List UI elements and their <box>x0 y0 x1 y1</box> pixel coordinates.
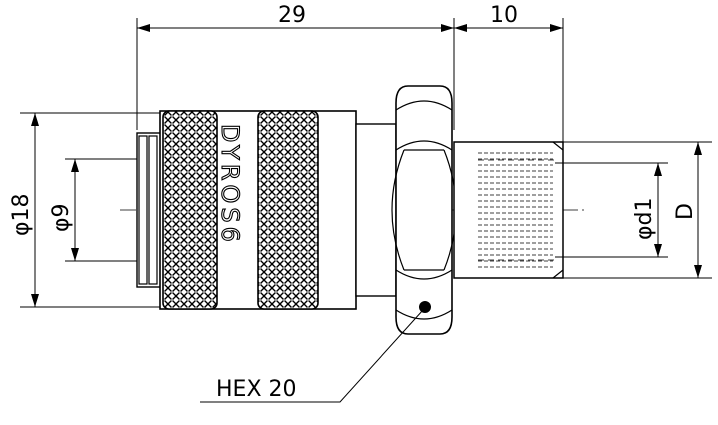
neck <box>355 123 397 297</box>
thread-chamfer <box>552 141 564 151</box>
arrow-head <box>31 294 39 307</box>
knurled-grip-left <box>162 110 218 310</box>
thread-chamfer <box>552 269 564 279</box>
dimension-29: 29 <box>278 3 306 28</box>
arrow-head <box>694 142 702 155</box>
dimension-10: 10 <box>490 3 518 28</box>
arrow-head <box>441 24 454 32</box>
thread-zone <box>478 150 553 270</box>
arrow-head <box>654 244 662 257</box>
arrow-head <box>71 248 79 261</box>
arrow-head <box>550 24 563 32</box>
arrow-head <box>137 24 150 32</box>
knurled-grip-right <box>257 110 319 310</box>
brand-marking: DYROS6 <box>216 124 244 246</box>
hex-leader-line <box>200 309 424 403</box>
arrow-head <box>694 265 702 278</box>
dimension-phi9: φ9 <box>49 203 74 232</box>
arrow-head <box>454 24 467 32</box>
hex-facet <box>395 269 453 320</box>
hex-facet <box>395 100 453 151</box>
hex-nut <box>395 85 453 335</box>
arrow-head <box>31 113 39 126</box>
groove-ring <box>148 135 158 285</box>
dimension-phi-d1: φd1 <box>632 198 657 240</box>
arrow-head <box>654 163 662 176</box>
hex-label: HEX 20 <box>216 377 297 402</box>
dimension-D: D <box>673 203 698 220</box>
arrow-head <box>71 159 79 172</box>
hex-marker-dot <box>419 301 431 313</box>
groove-ring <box>138 135 148 285</box>
dimension-phi18: φ18 <box>9 193 34 236</box>
